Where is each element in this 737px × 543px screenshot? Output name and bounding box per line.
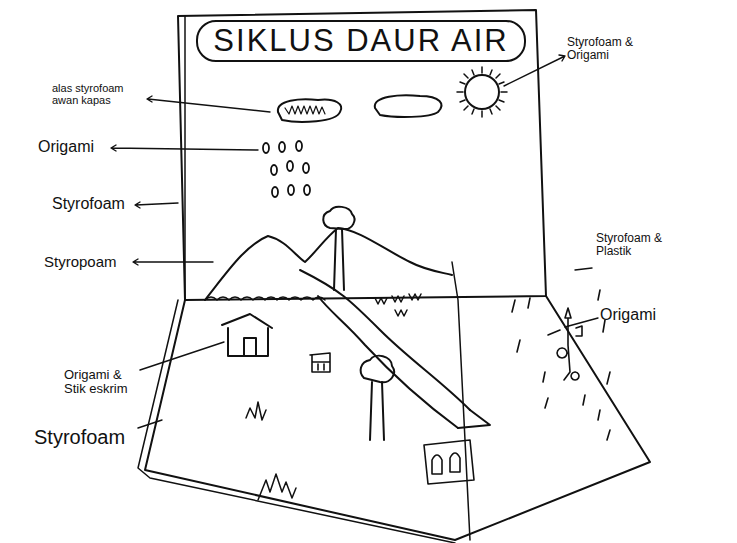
cloud-scribble <box>285 106 325 114</box>
page-thickness <box>138 300 455 543</box>
grass <box>205 297 325 300</box>
tree-crown <box>323 207 354 229</box>
cloud <box>278 99 341 122</box>
building <box>424 440 474 484</box>
material-label: Origami <box>600 306 680 324</box>
material-label: Origami & Stik eskrim <box>64 368 142 397</box>
grass-tuft <box>246 402 266 420</box>
river-mouth <box>458 410 490 428</box>
house <box>222 314 272 356</box>
back-panel <box>178 10 546 300</box>
raindrops <box>263 141 310 197</box>
well <box>310 353 330 372</box>
tree-crown <box>361 356 394 383</box>
sun <box>465 75 499 109</box>
material-label: Styrofoam <box>34 426 144 448</box>
leader-lines <box>111 55 598 428</box>
tree-trunk <box>370 382 384 440</box>
material-label: Styrofoam & Origami <box>567 36 677 62</box>
material-label: Styropoam <box>44 254 138 271</box>
title-text: SIKLUS DAUR AIR <box>196 20 526 62</box>
tree-trunk <box>334 229 344 290</box>
mountains <box>205 228 452 300</box>
material-label: Origami <box>38 138 118 156</box>
material-label: alas styrofoam awan kapas <box>52 82 148 106</box>
flowers <box>375 294 421 316</box>
panel-edge <box>184 16 186 300</box>
cloud <box>375 95 442 117</box>
origami-figure <box>548 308 582 380</box>
base-page <box>145 296 650 540</box>
river <box>300 270 470 428</box>
material-label: Styrofoam <box>52 195 142 213</box>
sun-rays <box>457 67 507 117</box>
material-label: Styrofoam & Plastik <box>596 232 696 258</box>
rain-lines <box>512 290 610 440</box>
grass-tuft <box>258 474 296 500</box>
